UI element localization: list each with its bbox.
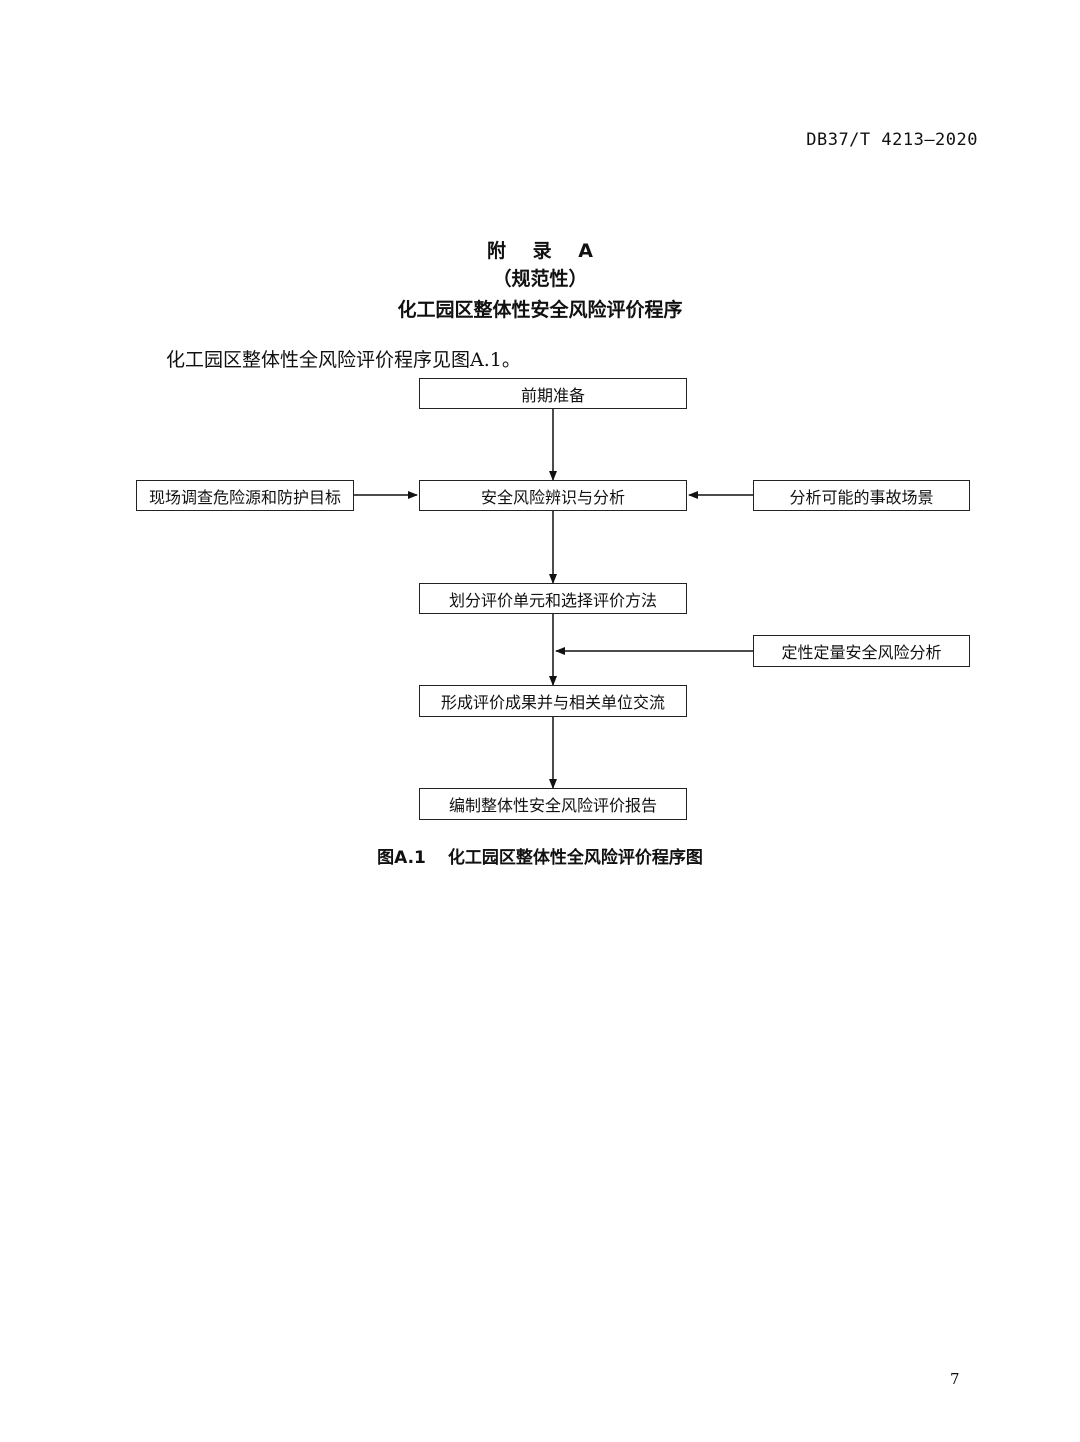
figure-caption-text: 化工园区整体性全风险评价程序图 [447,848,703,868]
input-site-survey-box: 现场调查危险源和防护目标 [136,480,354,511]
input-accident-scenarios-box: 分析可能的事故场景 [753,480,970,511]
input-qual-quant-analysis-box: 定性定量安全风险分析 [753,635,970,667]
document-code: DB37/T 4213—2020 [806,130,978,150]
page-number: 7 [950,1370,960,1388]
figure-caption: 图A.1 化工园区整体性全风险评价程序图 [0,843,1080,868]
step-report-box: 编制整体性安全风险评价报告 [419,788,687,820]
intro-paragraph: 化工园区整体性全风险评价程序见图A.1。 [166,349,521,371]
appendix-title: 化工园区整体性安全风险评价程序 [397,299,683,321]
step-results-communication-box: 形成评价成果并与相关单位交流 [419,685,687,717]
figure-number: 图A.1 [377,848,426,868]
step-risk-identification-box: 安全风险辨识与分析 [419,480,687,511]
step-preparation-box: 前期准备 [419,378,687,409]
step-evaluation-units-box: 划分评价单元和选择评价方法 [419,583,687,614]
normative-label: （规范性） [492,268,588,290]
appendix-label: 附 录 A [487,240,603,262]
